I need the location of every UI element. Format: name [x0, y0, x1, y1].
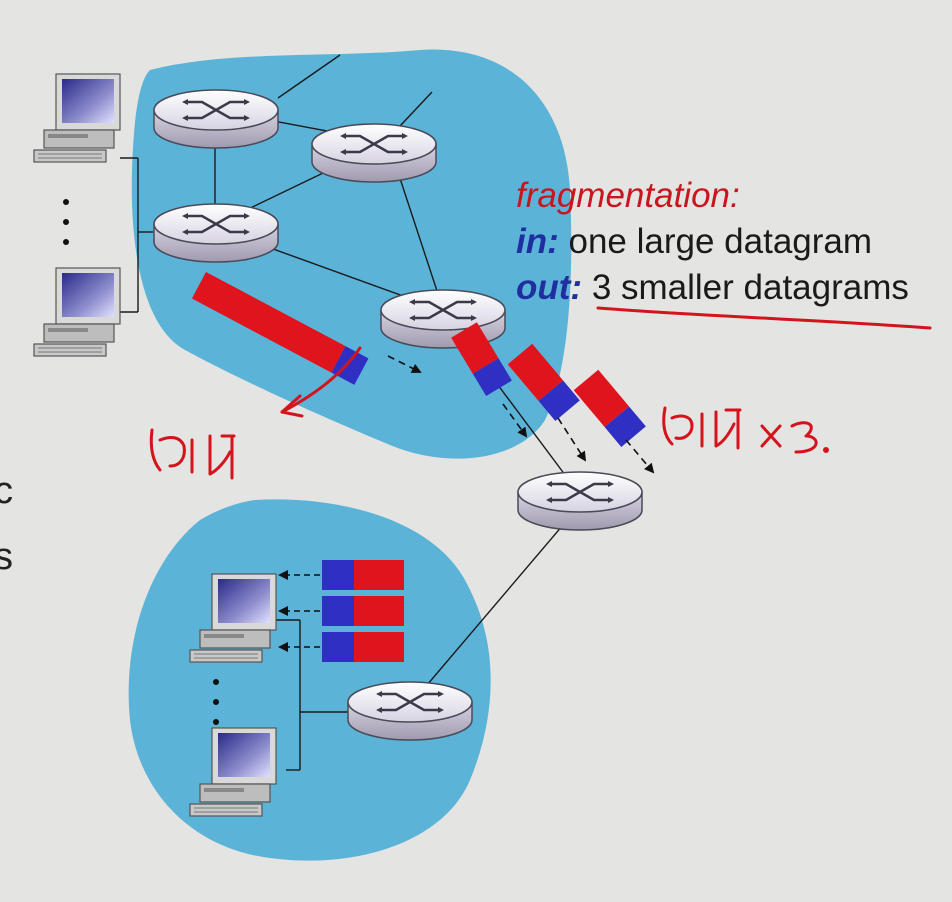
arrow-icon	[278, 570, 320, 652]
desktop-computer-icon	[33, 267, 121, 357]
large-datagram	[191, 272, 369, 385]
router-icon	[152, 88, 280, 150]
router-icon	[310, 122, 438, 184]
out-text: 3 smaller datagrams	[591, 268, 909, 307]
fragmentation-title: fragmentation:	[516, 176, 740, 215]
edge-text-fragment: s	[0, 536, 13, 578]
desktop-computer-icon	[33, 73, 121, 163]
out-line: out: 3 smaller datagrams	[516, 268, 909, 308]
in-text: one large datagram	[568, 222, 873, 261]
fragment-in-transit	[573, 369, 646, 447]
ellipsis-vertical-icon	[213, 679, 219, 725]
arrow-icon	[387, 355, 655, 474]
network-links	[120, 54, 581, 771]
top-network-blob	[131, 49, 572, 459]
in-line: in: one large datagram	[516, 222, 872, 262]
router-icon	[516, 470, 644, 532]
out-label: out:	[516, 268, 583, 307]
router-icon	[346, 680, 474, 742]
handwritten-annotation	[149, 306, 932, 480]
fragment-in-transit	[451, 322, 512, 397]
in-label: in:	[516, 222, 559, 261]
bottom-network-blob	[128, 499, 491, 861]
fragment-in-transit	[507, 343, 580, 421]
edge-text-fragment: c	[0, 470, 13, 512]
reassembled-fragments	[322, 560, 404, 662]
router-icon	[152, 202, 280, 264]
ellipsis-vertical-icon	[63, 199, 69, 245]
